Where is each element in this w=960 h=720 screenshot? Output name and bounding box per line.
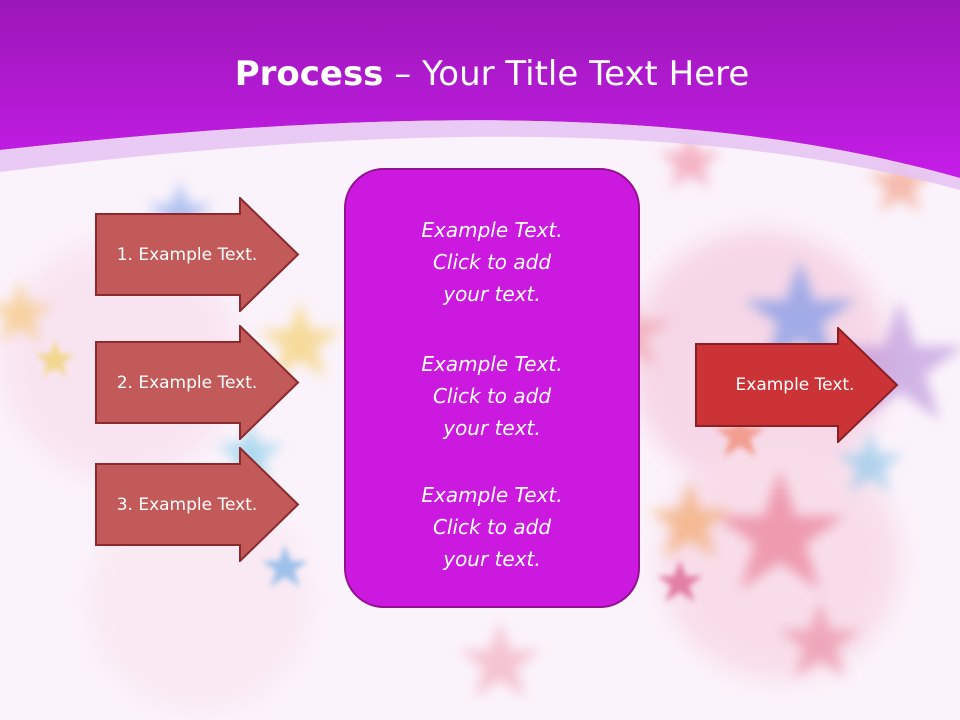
center-line: Click to add — [432, 250, 552, 274]
center-line: Click to add — [432, 384, 552, 408]
arrow-shape — [695, 327, 899, 443]
step-arrow-label: 1. Example Text. — [116, 244, 258, 265]
title-banner — [0, 0, 960, 178]
star-decoration — [35, 340, 75, 377]
title-bold-word: Process — [234, 54, 384, 94]
result-arrow-label: Example Text. — [735, 375, 855, 395]
center-line: Example Text. — [421, 483, 563, 507]
star-decoration — [146, 180, 214, 243]
star-decoration — [258, 300, 342, 378]
arrow-shape — [95, 197, 300, 312]
star-decoration — [216, 420, 284, 483]
step-arrow-label: 2. Example Text. — [116, 372, 258, 393]
star-decoration — [778, 600, 862, 678]
center-line: your text. — [443, 416, 541, 440]
star-decoration — [744, 260, 856, 364]
center-paragraph-3: Example Text. Click to add your text. — [346, 479, 638, 575]
slide-title: Process – Your Title Text Here — [0, 52, 960, 96]
center-paragraph-2: Example Text. Click to add your text. — [346, 348, 638, 444]
center-line: your text. — [443, 282, 541, 306]
center-line: Example Text. — [421, 218, 563, 242]
step-arrow-2[interactable]: 2. Example Text. — [95, 325, 300, 440]
step-arrow-label: 3. Example Text. — [116, 494, 258, 515]
center-line: your text. — [443, 547, 541, 571]
star-decoration — [836, 430, 904, 493]
star-decoration — [0, 280, 54, 343]
star-decoration — [262, 545, 308, 587]
center-text-box[interactable]: Example Text. Click to add your text. Ex… — [344, 168, 640, 608]
star-decoration — [657, 560, 703, 602]
center-line: Click to add — [432, 515, 552, 539]
arrow-shape — [95, 447, 300, 562]
star-decoration — [835, 300, 960, 420]
star-decoration — [715, 470, 845, 590]
center-paragraph-1: Example Text. Click to add your text. — [346, 214, 638, 310]
title-banner-curve — [0, 120, 960, 190]
star-decoration — [648, 480, 732, 558]
star-decoration — [458, 620, 542, 698]
arrow-shape — [95, 325, 300, 440]
step-arrow-1[interactable]: 1. Example Text. — [95, 197, 300, 312]
star-decoration — [866, 150, 934, 213]
center-line: Example Text. — [421, 352, 563, 376]
star-decoration — [658, 130, 722, 189]
title-rest: – Your Title Text Here — [383, 54, 750, 94]
result-arrow[interactable]: Example Text. — [695, 327, 899, 443]
step-arrow-3[interactable]: 3. Example Text. — [95, 447, 300, 562]
star-decoration — [715, 410, 765, 457]
